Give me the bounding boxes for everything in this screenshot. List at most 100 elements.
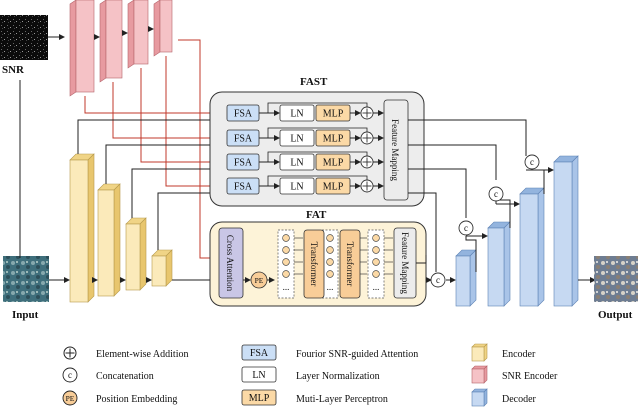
fast-module: [209, 91, 425, 207]
token-node: [326, 246, 334, 254]
snr-encoder-block: [127, 0, 149, 69]
decoder-block: [487, 221, 511, 307]
token-ellipsis: ...: [327, 282, 334, 292]
legend-label: SNR Encoder: [502, 371, 558, 382]
input-image: [3, 256, 49, 302]
fast-row: FSA LN MLP: [226, 102, 384, 122]
encoder-block: [151, 249, 173, 287]
token-node: [282, 258, 290, 266]
legend-item: LN Layer Normalization: [241, 366, 380, 383]
legend-label: Concatenation: [96, 371, 154, 382]
fsa-label: FSA: [234, 182, 253, 193]
ln-block: [279, 177, 315, 195]
concat-node: c: [458, 220, 474, 236]
token-node: [282, 246, 290, 254]
encoder-icon: [471, 346, 485, 362]
legend-item: Encoder: [471, 343, 536, 362]
snr-encoder-block: [153, 0, 173, 57]
legend-item: PE Position Embedding: [62, 390, 177, 406]
legend-item: Element-wise Addition: [63, 346, 189, 360]
svg-text:PE: PE: [66, 394, 75, 403]
svg-text:c: c: [494, 189, 498, 199]
legend-label: Layer Normalization: [296, 371, 380, 382]
token-node: [372, 234, 380, 242]
ln-label: LN: [290, 109, 303, 120]
token-node: [282, 234, 290, 242]
fat-title: FAT: [306, 209, 327, 221]
svg-text:c: c: [68, 370, 72, 380]
ln-block: [279, 153, 315, 171]
legend-label: Element-wise Addition: [96, 349, 189, 360]
fsa-icon: [241, 344, 277, 361]
snr-map-image: [0, 15, 48, 60]
add-node: [360, 155, 374, 169]
svg-text:LN: LN: [252, 370, 265, 381]
ln-icon: [241, 366, 277, 383]
token-column: ...: [367, 229, 385, 299]
mlp-label: MLP: [323, 158, 344, 169]
position-embedding-label: PE: [255, 276, 264, 285]
pe-icon: [62, 390, 78, 406]
snr-guidance-arrows: [84, 39, 227, 261]
token-node: [282, 270, 290, 278]
transformer-block: [303, 229, 325, 299]
decoder-block: [519, 187, 545, 307]
concat-node: c: [488, 186, 504, 202]
decoder-block: [455, 249, 477, 307]
cross-attention-block: [218, 227, 244, 299]
fsa-label: FSA: [234, 134, 253, 145]
fast-row: FSA LN MLP: [226, 151, 384, 171]
snr-encoder-block: [99, 0, 123, 83]
svg-text:c: c: [464, 223, 468, 233]
mlp-label: MLP: [323, 109, 344, 120]
add-node: [360, 131, 374, 145]
fast-title: FAST: [300, 76, 328, 88]
decoder-icon: [471, 391, 485, 407]
transformer-label: Transformer: [309, 242, 319, 287]
ln-label: LN: [290, 134, 303, 145]
encoder-block: [125, 217, 147, 291]
snr-label: SNR: [2, 64, 25, 76]
transformer-block: [339, 229, 361, 299]
transformer-label: Transformer: [345, 242, 355, 287]
ln-label: LN: [290, 158, 303, 169]
fast-feature-mapping: [383, 99, 409, 201]
legend-label: Decoder: [502, 394, 537, 405]
output-image: [594, 256, 638, 302]
fsa-label: FSA: [234, 109, 253, 120]
mlp-label: MLP: [323, 134, 344, 145]
input-label: Input: [12, 309, 39, 321]
add-node: [360, 179, 374, 193]
output-label: Output: [598, 309, 633, 321]
token-node: [372, 258, 380, 266]
legend-label: Fourior SNR-guided Attention: [296, 349, 418, 360]
token-ellipsis: ...: [283, 282, 290, 292]
token-node: [326, 258, 334, 266]
legend-label: Muti-Layer Perceptron: [296, 394, 388, 405]
snr-encoder-icon: [471, 368, 485, 384]
legend-item: SNR Encoder: [471, 365, 558, 384]
legend-item: c Concatenation: [62, 367, 154, 383]
token-column: ...: [321, 229, 339, 299]
fast-row: FSA LN MLP: [226, 127, 384, 147]
concat-node: c: [524, 154, 540, 170]
svg-text:MLP: MLP: [249, 393, 270, 404]
svg-text:c: c: [530, 157, 534, 167]
svg-text:c: c: [436, 275, 440, 285]
mlp-label: MLP: [323, 182, 344, 193]
concat-icon: [62, 367, 78, 383]
concat-node: c: [430, 272, 446, 288]
legend-item: MLP Muti-Layer Perceptron: [241, 389, 388, 406]
encoder-block: [69, 153, 95, 303]
add-node: [360, 106, 374, 120]
fast-feature-mapping-label: Feature Mapping: [390, 119, 400, 181]
fsa-label: FSA: [234, 158, 253, 169]
token-node: [326, 270, 334, 278]
fat-feature-mapping-label: Feature Mapping: [400, 232, 410, 294]
legend-label: Position Embedding: [96, 394, 177, 405]
token-node: [372, 270, 380, 278]
